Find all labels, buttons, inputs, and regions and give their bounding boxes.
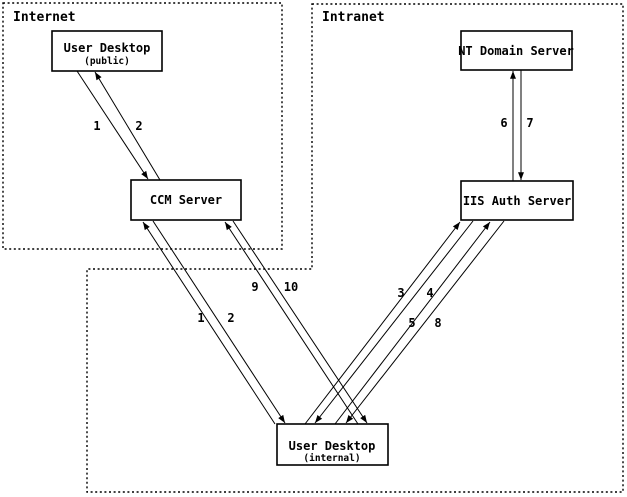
edge-label-3: 3 [397, 286, 404, 300]
ccm-server-box [130, 179, 242, 221]
iis-auth-server-title: IIS Auth Server [463, 194, 571, 208]
iis-auth-server-box [460, 180, 574, 221]
edge-label-5: 5 [408, 316, 415, 330]
edge-internal-desktop-to-ccm-9 [224, 221, 359, 425]
edges-internal-desktop-ccm-910 [224, 220, 368, 425]
edge-internal-desktop-to-ccm-1 [142, 221, 276, 425]
edge-ccm-to-internal-desktop-2 [152, 220, 286, 424]
user-desktop-public-title: User Desktop [64, 41, 151, 55]
edge-internal-desktop-to-iis-3 [304, 221, 461, 425]
edge-label-9: 9 [251, 280, 258, 294]
user-desktop-public-box [51, 30, 163, 72]
edges-nt-iis [510, 70, 524, 181]
internet-zone-border [2, 2, 283, 250]
edge-label-internal-1: 1 [197, 311, 204, 325]
intranet-zone-label: Intranet [322, 10, 385, 25]
edge-public-desktop-to-ccm [76, 70, 149, 180]
edge-label-public-1: 1 [93, 119, 100, 133]
edge-label-public-2: 2 [135, 119, 142, 133]
user-desktop-internal-box [276, 423, 389, 466]
edge-label-4: 4 [426, 286, 433, 300]
node-nt-domain-server: NT Domain Server [458, 30, 574, 71]
node-ccm-server: CCM Server [130, 179, 242, 221]
edge-internal-desktop-to-iis-5 [334, 221, 491, 425]
nt-domain-server-box [460, 30, 573, 71]
user-desktop-public-subtitle: (public) [84, 56, 130, 67]
edge-iis-to-internal-desktop-4 [314, 220, 474, 424]
edges-internal-desktop-iis-34 [304, 220, 474, 425]
intranet-zone-border [86, 3, 624, 493]
edge-label-8: 8 [434, 316, 441, 330]
edge-label-10: 10 [284, 280, 298, 294]
edge-label-7: 7 [526, 116, 533, 130]
ccm-server-title: CCM Server [150, 193, 222, 207]
node-iis-auth-server: IIS Auth Server [460, 180, 574, 221]
edge-ccm-to-internal-desktop-10 [232, 220, 368, 424]
edges-public-desktop-ccm [76, 70, 161, 181]
internet-zone-label: Internet [13, 10, 76, 25]
edge-iis-to-internal-desktop-8 [345, 220, 505, 424]
nt-domain-server-title: NT Domain Server [458, 44, 574, 58]
edges-internal-desktop-ccm-12 [142, 220, 286, 425]
edge-ccm-to-public-desktop [94, 71, 161, 181]
user-desktop-internal-title: User Desktop [289, 439, 376, 453]
edge-label-internal-2: 2 [227, 311, 234, 325]
edge-label-6: 6 [500, 116, 507, 130]
edges-internal-desktop-iis-58 [334, 220, 505, 425]
user-desktop-internal-subtitle: (internal) [303, 453, 360, 464]
node-user-desktop-internal: User Desktop (internal) [276, 423, 389, 466]
node-user-desktop-public: User Desktop (public) [51, 30, 163, 72]
